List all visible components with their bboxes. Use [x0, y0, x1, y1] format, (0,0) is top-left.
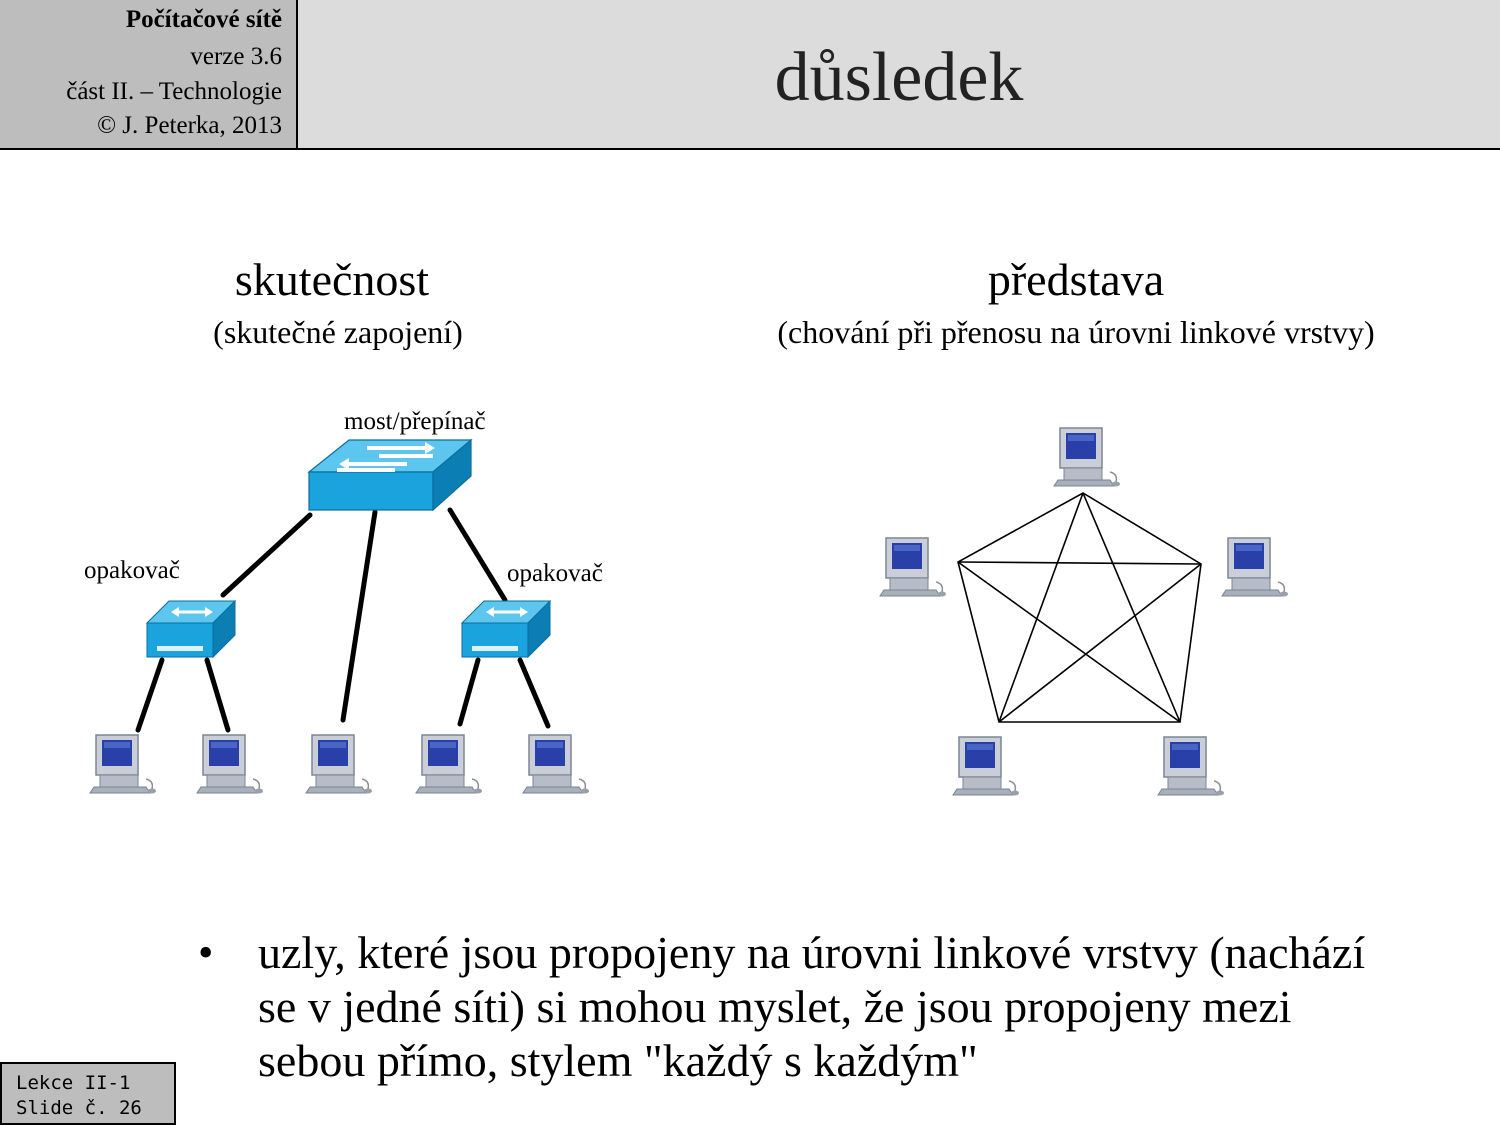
computer-icon — [1053, 427, 1121, 488]
computer-icon — [305, 734, 373, 795]
computer-icon — [1157, 736, 1225, 797]
left-links — [135, 507, 551, 733]
left-subtitle: (skutečné zapojení) — [213, 314, 463, 350]
slide-number: Slide č. 26 — [16, 1097, 142, 1119]
course-name: Počítačové sítě — [125, 6, 282, 33]
repeater-right-label: opakovač — [507, 560, 603, 587]
header-info: Počítačové sítě verze 3.6 část II. – Tec… — [0, 0, 298, 150]
slide-title: důsledek — [774, 39, 1024, 116]
slide-footer: Lekce II-1 Slide č. 26 — [0, 1062, 176, 1125]
right-title: představa — [987, 254, 1165, 305]
hub-icon — [145, 599, 237, 659]
switch-icon — [307, 438, 473, 512]
computer-icon — [196, 734, 264, 795]
repeater-left-label: opakovač — [84, 557, 180, 584]
header-title-box: důsledek — [298, 0, 1500, 150]
bullet-text: uzly, které jsou propojeny na úrovni lin… — [258, 927, 1366, 1086]
switch-label: most/přepínač — [344, 408, 486, 435]
computer-icon — [1221, 537, 1289, 598]
computer-icon — [415, 734, 483, 795]
bullet-marker: • — [198, 928, 214, 977]
hub-icon — [460, 599, 552, 659]
computer-icon — [89, 734, 157, 795]
left-title: skutečnost — [234, 254, 430, 305]
lecture-number: Lekce II-1 — [16, 1072, 131, 1094]
copyright: © J. Peterka, 2013 — [97, 112, 282, 139]
computer-icon — [879, 537, 947, 598]
version: verze 3.6 — [190, 43, 282, 70]
full-mesh-links — [957, 492, 1202, 723]
computer-icon — [522, 734, 590, 795]
part: část II. – Technologie — [66, 78, 282, 105]
right-subtitle: (chování při přenosu na úrovni linkové v… — [777, 314, 1375, 350]
computer-icon — [952, 736, 1020, 797]
